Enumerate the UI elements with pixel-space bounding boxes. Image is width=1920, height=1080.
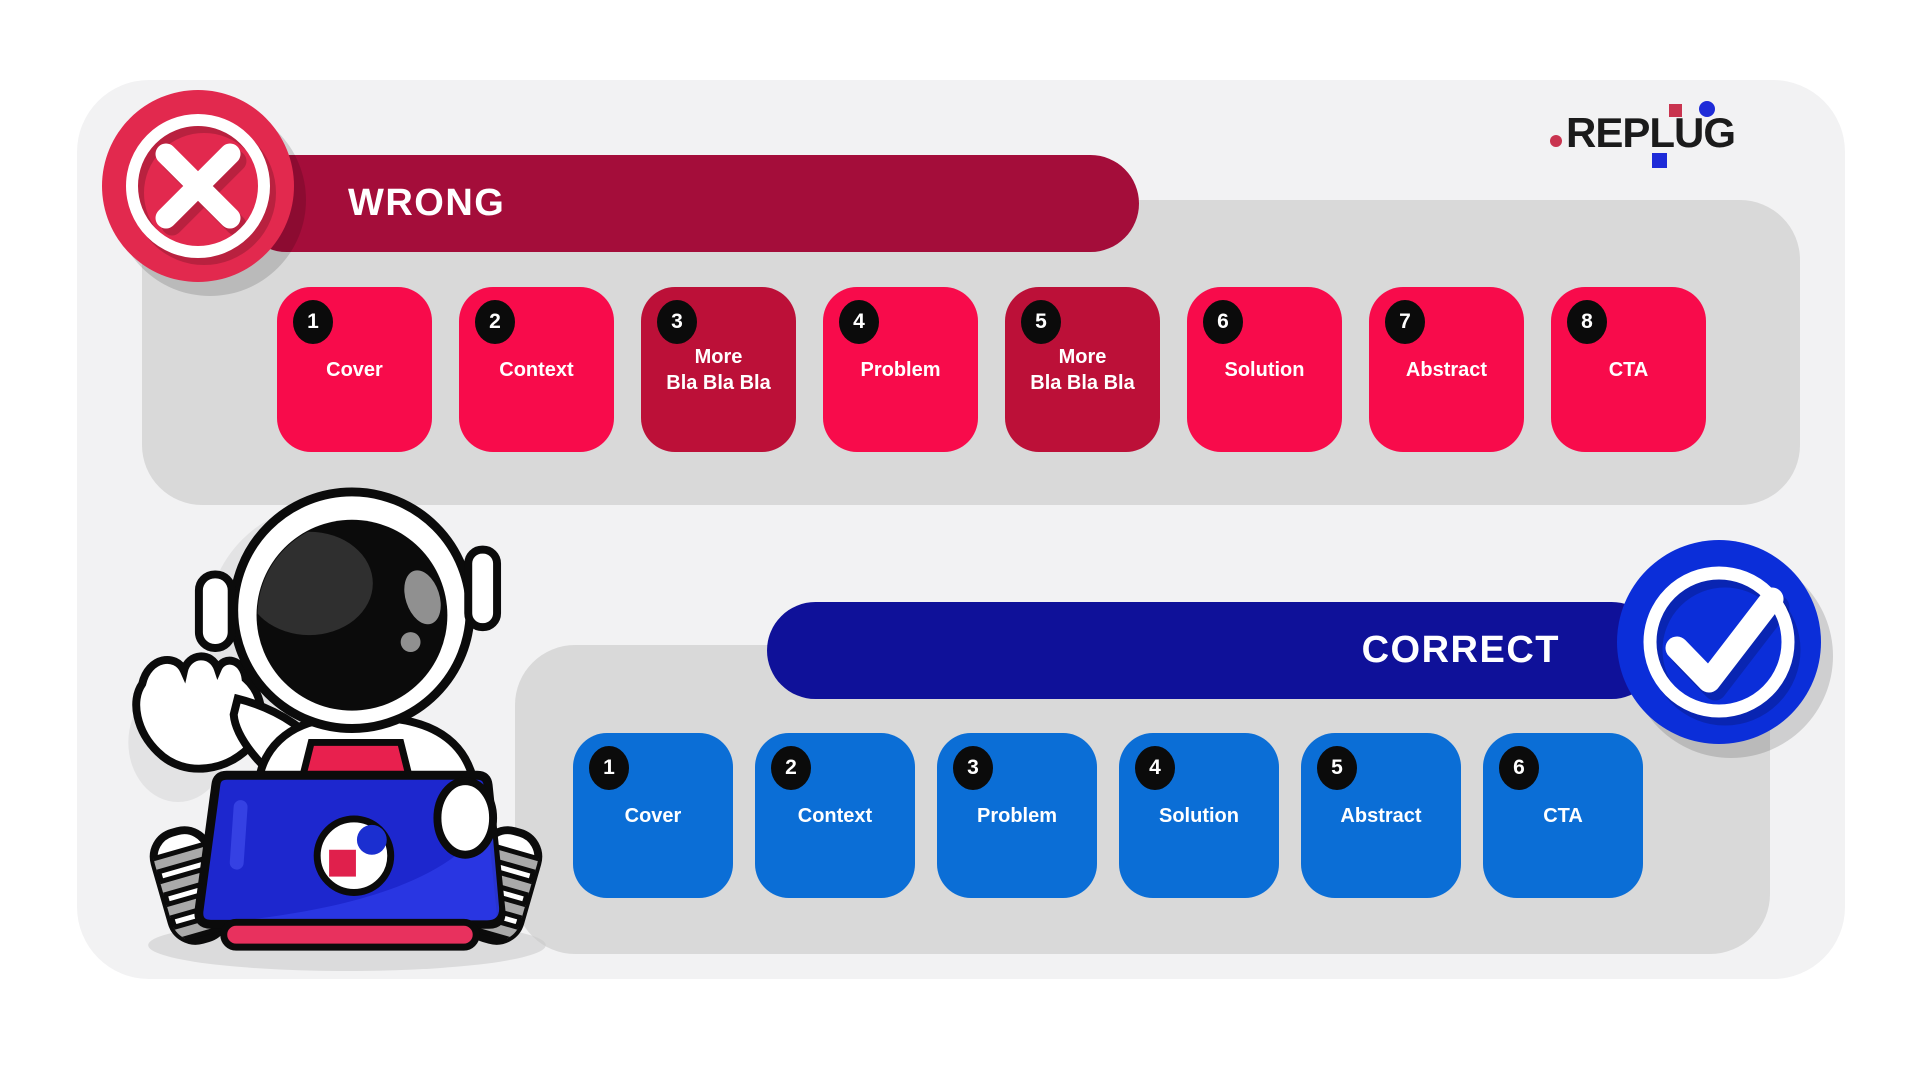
left-ear-cup (194, 570, 236, 652)
visor (256, 519, 448, 711)
right-ear-cup (464, 545, 502, 632)
card-number-badge: 1 (293, 300, 333, 344)
card-number-badge: 1 (589, 746, 629, 790)
card-label: Solution (1224, 358, 1305, 381)
carousel-card: 7 Abstract (1369, 287, 1524, 452)
card-number-badge: 8 (1567, 300, 1607, 344)
carousel-card: 8 CTA (1551, 287, 1706, 452)
carousel-card: 3 Problem (937, 733, 1097, 898)
card-label: Context (797, 804, 873, 827)
card-number-badge: 5 (1317, 746, 1357, 790)
card-label: Abstract (1340, 804, 1422, 827)
card-label: Cover (326, 358, 383, 381)
card-label: More Bla Bla Bla (666, 345, 771, 394)
logo-blue-dot (1699, 101, 1715, 117)
logo-text: REPLUG (1566, 109, 1736, 156)
logo-dot (1550, 135, 1562, 147)
correct-banner: CORRECT (767, 602, 1660, 699)
wrong-banner: WRONG (238, 155, 1139, 252)
card-label: Context (499, 358, 574, 381)
wrong-badge (102, 90, 294, 282)
card-number-badge: 6 (1203, 300, 1243, 344)
card-label: Problem (860, 358, 941, 381)
wrong-banner-label: WRONG (348, 182, 506, 224)
card-number-badge: 3 (657, 300, 697, 344)
logo-blue-square (1652, 153, 1667, 168)
card-number-badge: 5 (1021, 300, 1061, 344)
carousel-card: 5 Abstract (1301, 733, 1461, 898)
right-hand (433, 777, 498, 859)
carousel-card: 6 CTA (1483, 733, 1643, 898)
card-label: CTA (1543, 804, 1583, 827)
card-label: Abstract (1405, 358, 1488, 381)
correct-cards-row: 1 Cover 2 Context 3 Problem 4 Solution 5… (573, 733, 1643, 898)
carousel-card: 3 More Bla Bla Bla (641, 287, 796, 452)
card-label: Cover (624, 804, 682, 827)
laptop-base (220, 918, 480, 951)
astronaut-mascot (128, 487, 546, 972)
wrong-cards-row: 1 Cover 2 Context 3 More Bla Bla Bla 4 P… (277, 287, 1706, 452)
card-label: CTA (1608, 358, 1649, 381)
carousel-card: 5 More Bla Bla Bla (1005, 287, 1160, 452)
carousel-card: 1 Cover (573, 733, 733, 898)
correct-badge (1617, 540, 1821, 744)
carousel-card: 4 Solution (1119, 733, 1279, 898)
replug-logo: REPLUG (1550, 101, 1736, 168)
carousel-card: 4 Problem (823, 287, 978, 452)
carousel-card: 2 Context (755, 733, 915, 898)
card-number-badge: 3 (953, 746, 993, 790)
card-number-badge: 7 (1385, 300, 1425, 344)
logo-red-square (1669, 104, 1682, 117)
card-number-badge: 2 (475, 300, 515, 344)
card-label: More Bla Bla Bla (1030, 345, 1135, 394)
carousel-card: 1 Cover (277, 287, 432, 452)
x-icon (126, 114, 276, 265)
card-label: Problem (976, 804, 1058, 827)
card-number-badge: 2 (771, 746, 811, 790)
check-icon (1643, 566, 1801, 726)
correct-banner-label: CORRECT (1361, 629, 1560, 671)
card-label: Solution (1159, 804, 1239, 827)
card-number-badge: 4 (839, 300, 879, 344)
carousel-card: 2 Context (459, 287, 614, 452)
carousel-card: 6 Solution (1187, 287, 1342, 452)
waving-hand (132, 652, 266, 773)
card-number-badge: 6 (1499, 746, 1539, 790)
card-number-badge: 4 (1135, 746, 1175, 790)
